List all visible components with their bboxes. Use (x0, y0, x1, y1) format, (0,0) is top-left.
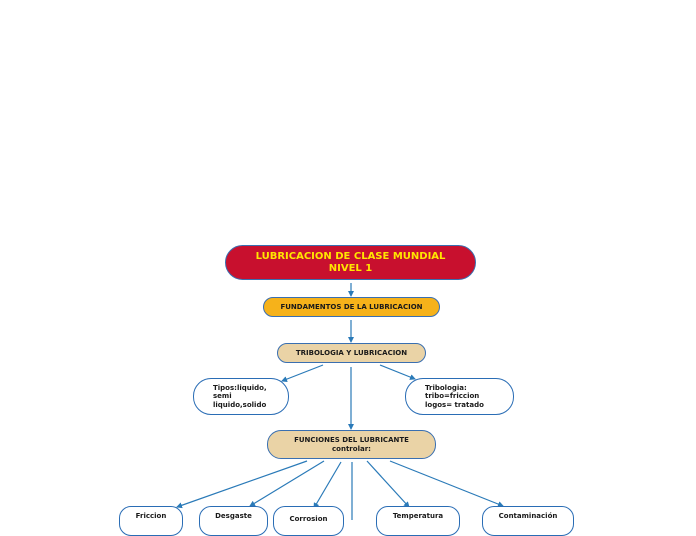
connector-layer (176, 283, 504, 520)
funciones-node[interactable]: FUNCIONES DEL LUBRICANTE controlar: (267, 430, 436, 459)
friccion-node[interactable]: Friccion (119, 506, 183, 536)
connector-tribologia-tipos (281, 364, 324, 382)
desgaste-node[interactable]: Desgaste (199, 506, 268, 536)
tipos-node[interactable]: Tipos:liquido, semi liquido,solido (193, 378, 289, 415)
temperatura-node[interactable]: Temperatura (376, 506, 460, 536)
root-node[interactable]: LUBRICACION DE CLASE MUNDIAL NIVEL 1 (225, 245, 476, 280)
connector-funciones-contaminacion (389, 460, 504, 507)
connector-funciones-corrosion (313, 461, 342, 509)
connector-funciones-friccion (176, 460, 308, 509)
tribologia-node[interactable]: TRIBOLOGIA Y LUBRICACION (277, 343, 426, 363)
connector-funciones-desgaste (249, 460, 325, 507)
corrosion-node[interactable]: Corrosion (273, 506, 344, 536)
connector-tribologia-def (379, 364, 416, 380)
connector-funciones-temperatura (366, 460, 410, 508)
contaminacion-node[interactable]: Contaminación (482, 506, 574, 536)
tribologia-definition-node[interactable]: Tribologia: tribo=friccion logos= tratad… (405, 378, 514, 415)
fundamentos-node[interactable]: FUNDAMENTOS DE LA LUBRICACION (263, 297, 440, 317)
